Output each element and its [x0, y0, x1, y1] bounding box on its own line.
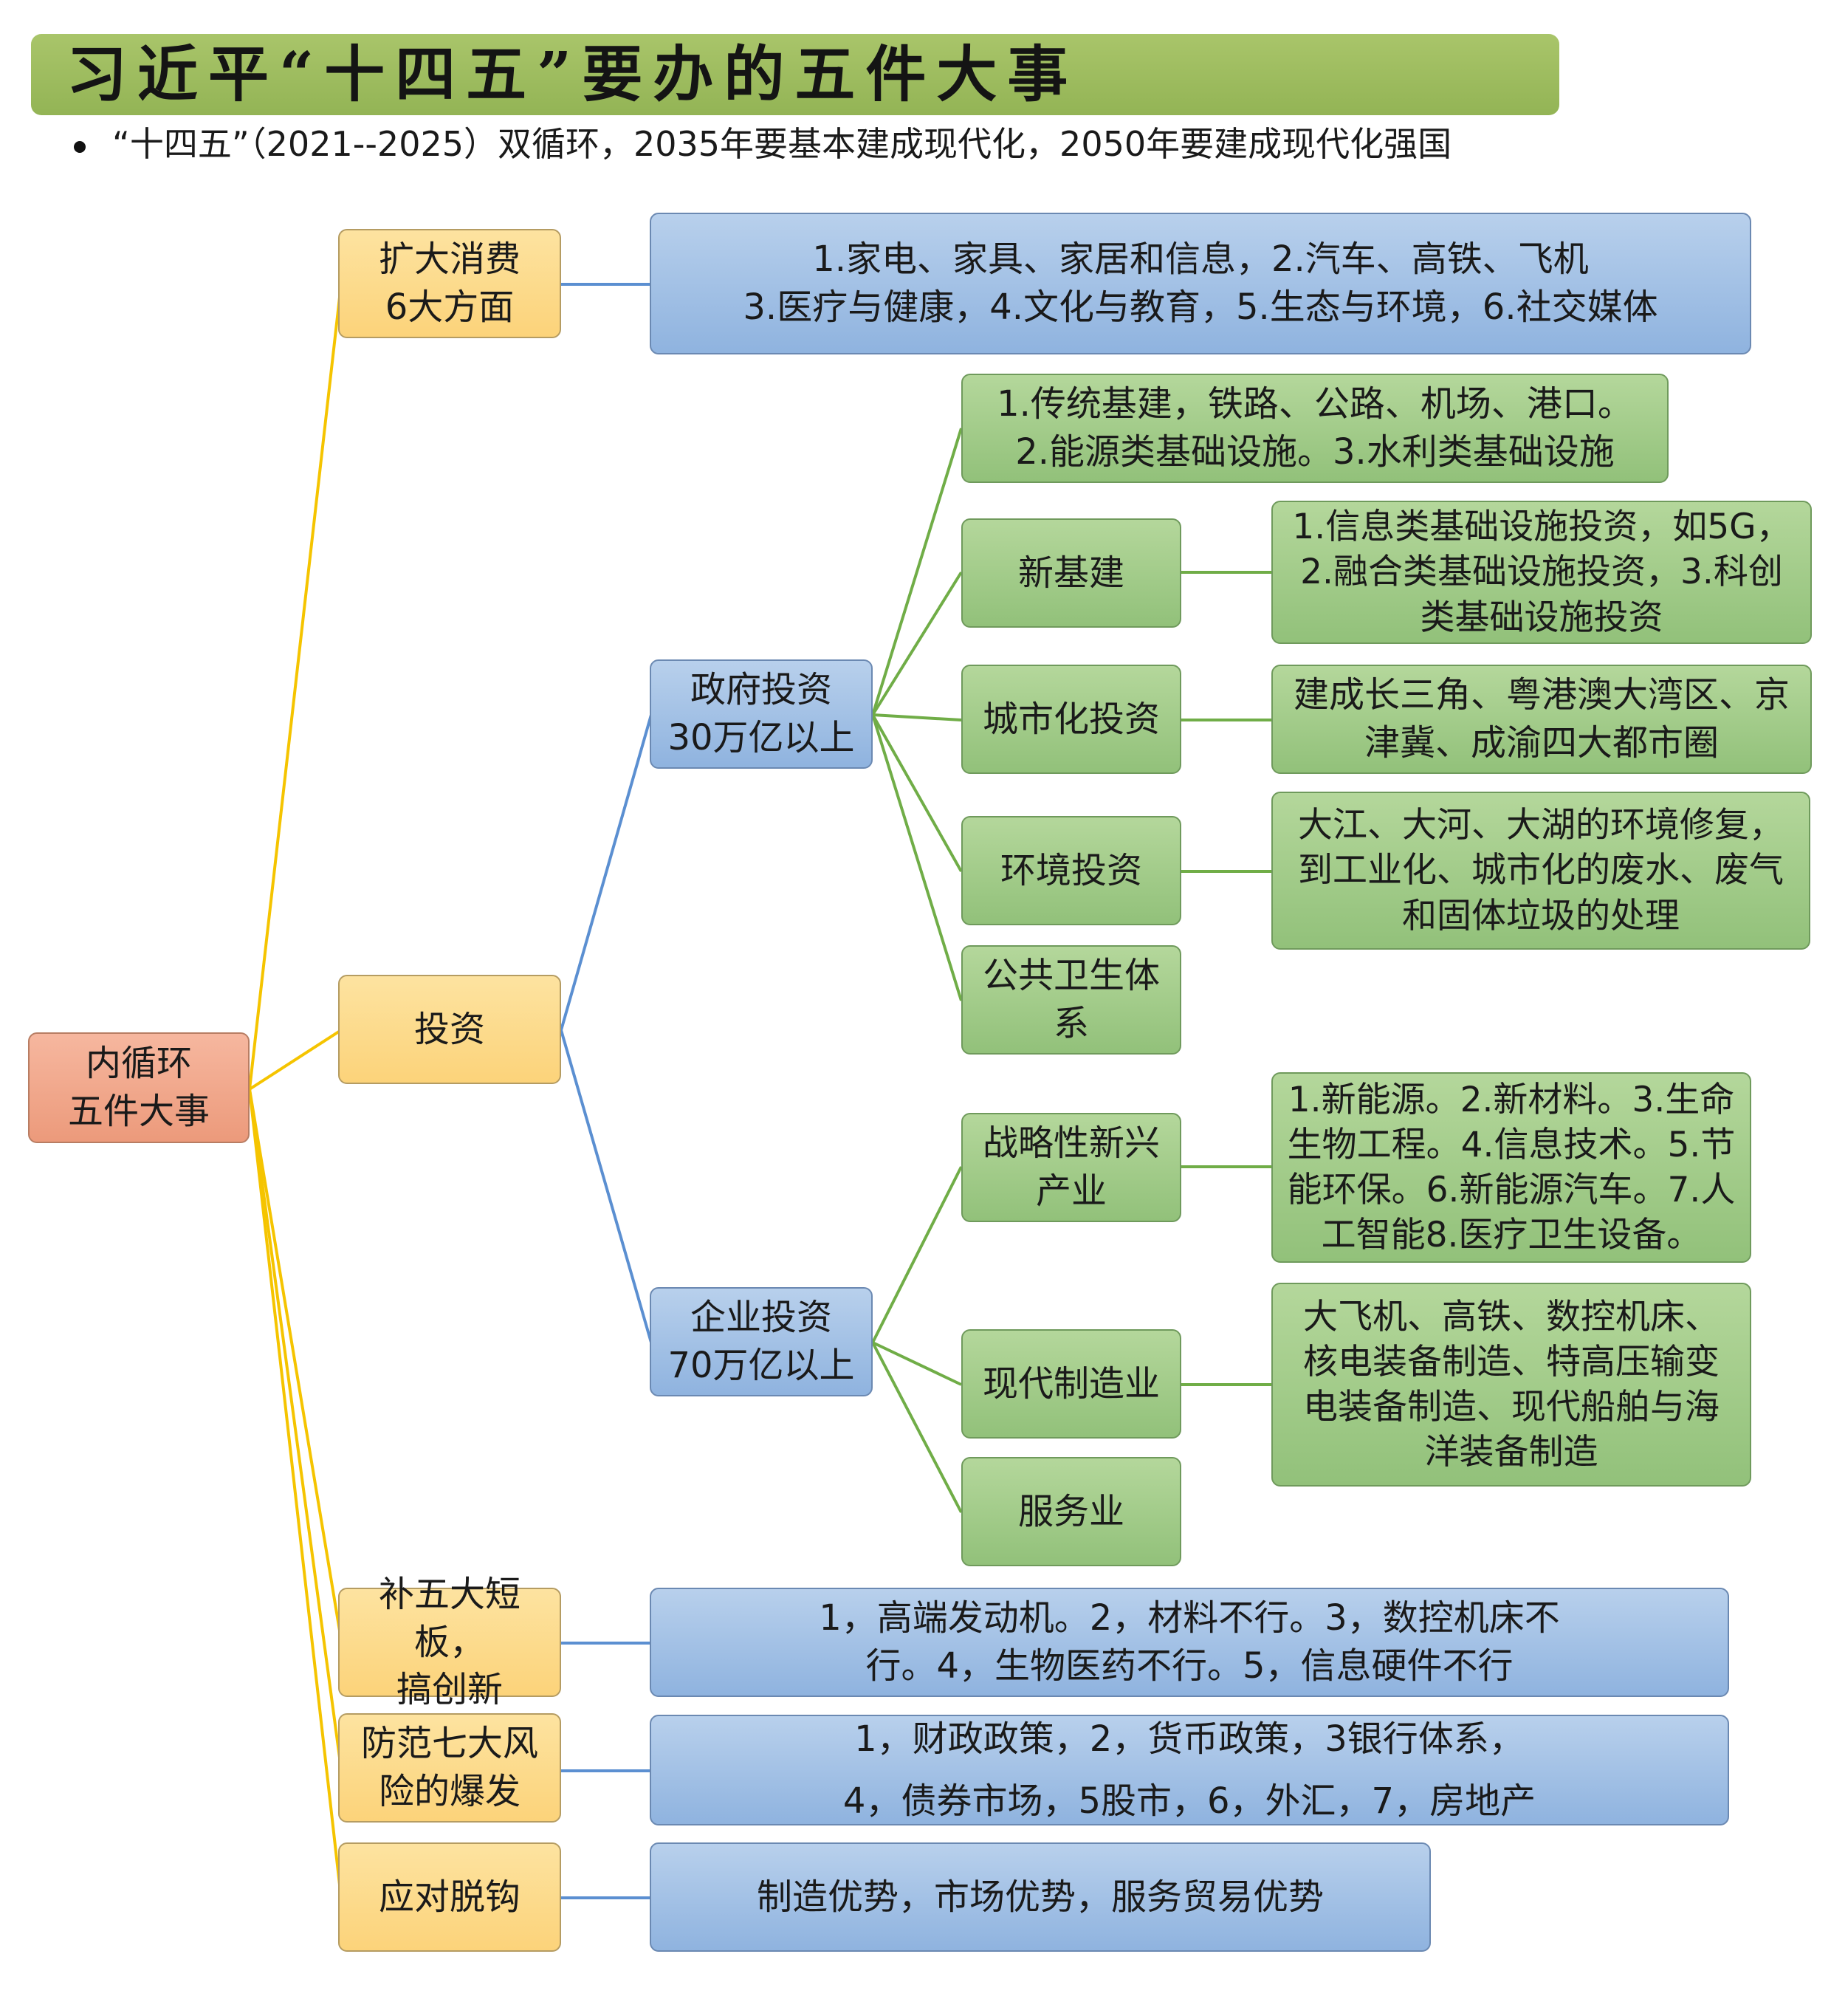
node-services: 服务业 — [961, 1457, 1181, 1566]
line-root-invest — [248, 1029, 343, 1091]
traditional-infrastructure: 1.传统基建，铁路、公路、机场、港口。 2.能源类基础设施。3.水利类基础设施 — [961, 374, 1669, 483]
node-urbanization-investment: 城市化投资 — [961, 665, 1181, 774]
bullet-icon — [74, 140, 86, 153]
urbanization-detail: 建成长三角、粤港澳大湾区、京 津冀、成渝四大都市圈 — [1271, 665, 1812, 774]
root-branch-lines — [248, 284, 343, 1899]
line-invest-corp — [560, 1029, 653, 1343]
blue-lines — [560, 283, 653, 1899]
decoupling-detail: 制造优势，市场优势，服务贸易优势 — [650, 1842, 1431, 1952]
line-root-decouple — [248, 1088, 343, 1899]
node-investment: 投资 — [338, 975, 561, 1084]
node-environment-investment: 环境投资 — [961, 816, 1181, 925]
line-gov-urban — [872, 713, 962, 721]
node-risks: 防范七大风 险的爆发 — [338, 1713, 561, 1823]
node-enterprise-investment: 企业投资 70万亿以上 — [650, 1287, 873, 1396]
line-corp-services — [871, 1342, 963, 1513]
node-public-health: 公共卫生体 系 — [961, 945, 1181, 1055]
risks-detail: 1，财政政策，2，货币政策，3银行体系， 4，债券市场，5股市，6，外汇，7，房… — [650, 1715, 1729, 1825]
line-invest-gov — [560, 714, 653, 1031]
node-government-investment: 政府投资 30万亿以上 — [650, 659, 873, 769]
line-gov-env — [871, 714, 963, 872]
node-strategic-emerging-industries: 战略性新兴 产业 — [961, 1113, 1181, 1222]
line-root-shortboard — [248, 1088, 343, 1640]
line-gov-traditional — [871, 428, 963, 716]
node-new-infrastructure: 新基建 — [961, 518, 1181, 628]
line-corp-strategic — [871, 1166, 963, 1343]
node-expand-consumption: 扩大消费 6大方面 — [338, 229, 561, 338]
line-gov-newinfra — [871, 571, 963, 716]
new-infrastructure-detail: 1.信息类基础设施投资，如5G， 2.融合类基础设施投资，3.科创 类基础设施投… — [1271, 501, 1812, 644]
node-shortboards: 补五大短板， 搞创新 — [338, 1574, 561, 1710]
line-gov-health — [871, 714, 963, 1001]
consumption-detail: 1.家电、家具、家居和信息，2.汽车、高铁、飞机 3.医疗与健康，4.文化与教育… — [650, 213, 1751, 354]
node-decoupling: 应对脱钩 — [338, 1842, 561, 1952]
manufacturing-detail: 大飞机、高铁、数控机床、 核电装备制造、特高压输变 电装备制造、现代船舶与海 洋… — [1271, 1283, 1751, 1487]
title-bar: 习近平“十四五”要办的五件大事 — [31, 34, 1559, 115]
strategic-industries-detail: 1.新能源。2.新材料。3.生命 生物工程。4.信息技术。5.节 能环保。6.新… — [1271, 1072, 1751, 1263]
root-node: 内循环 五件大事 — [28, 1032, 250, 1143]
line-corp-manufacturing — [872, 1341, 962, 1386]
subtitle-line: “十四五”（2021--2025）双循环，2035年要基本建成现代化，2050年… — [74, 118, 1452, 170]
subtitle-text: “十四五”（2021--2025）双循环，2035年要基本建成现代化，2050年… — [112, 124, 1452, 164]
line-root-consume — [248, 284, 343, 1090]
node-modern-manufacturing: 现代制造业 — [961, 1329, 1181, 1439]
line-root-risk — [248, 1088, 343, 1769]
environment-detail: 大江、大河、大湖的环境修复， 到工业化、城市化的废水、废气 和固体垃圾的处理 — [1271, 792, 1810, 950]
shortboards-detail: 1，高端发动机。2，材料不行。3，数控机床不 行。4，生物医药不行。5，信息硬件… — [650, 1588, 1729, 1697]
page-title: 习近平“十四五”要办的五件大事 — [66, 39, 1079, 110]
green-lines — [871, 428, 1271, 1513]
